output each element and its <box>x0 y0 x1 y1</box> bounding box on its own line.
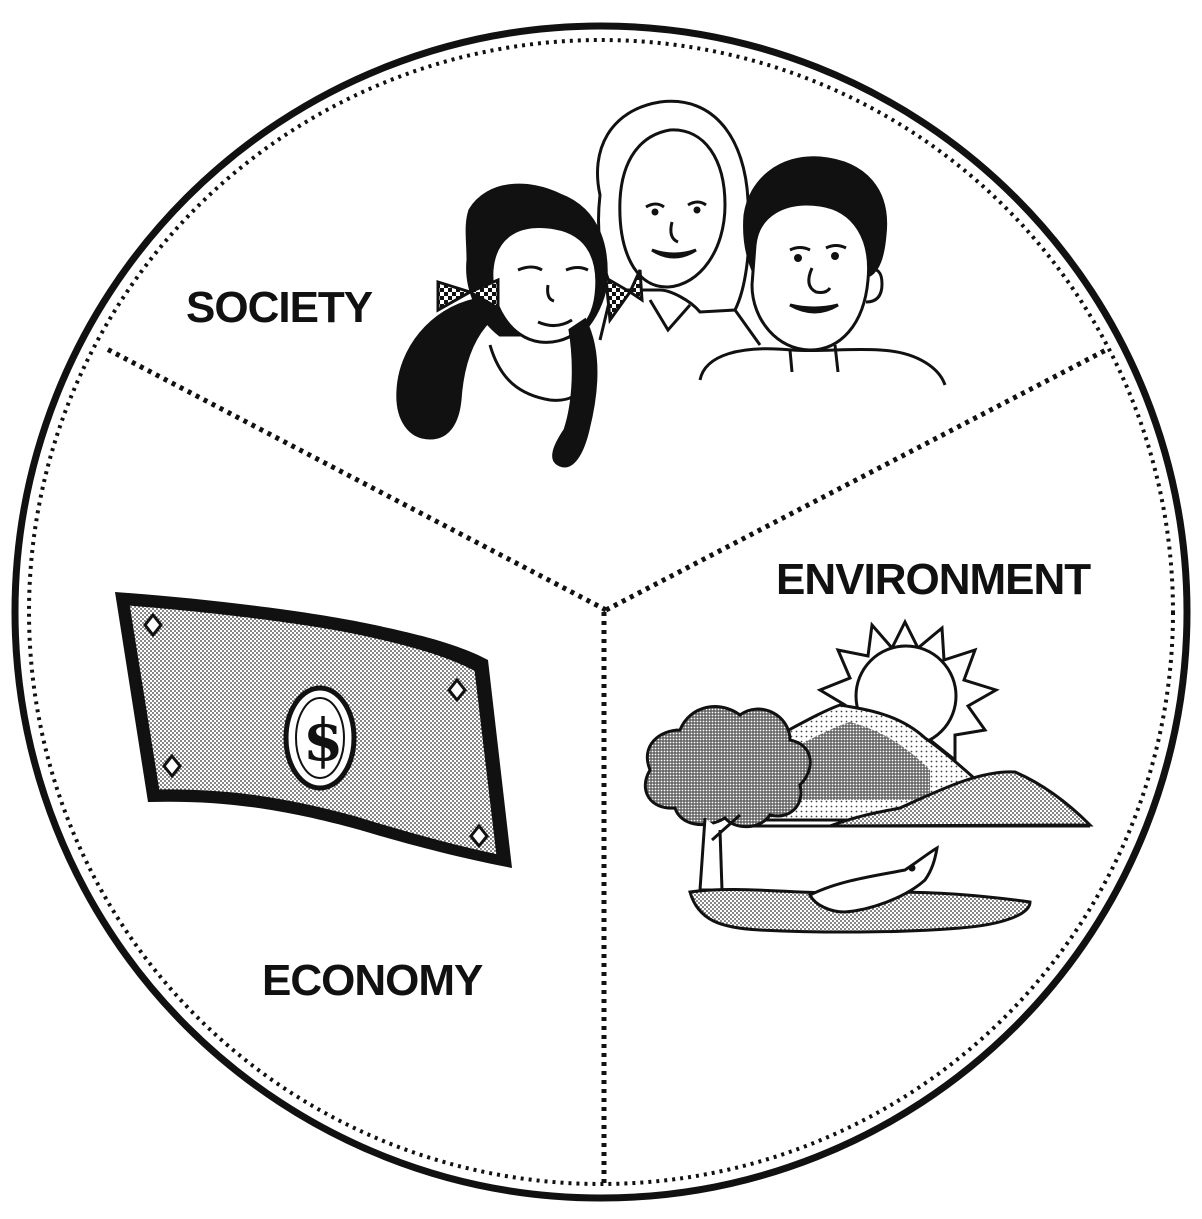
inner-dotted-ring <box>27 38 1175 1186</box>
segment-dividers <box>103 345 1108 1184</box>
landscape-icon <box>643 618 1094 934</box>
society-label: SOCIETY <box>186 283 373 332</box>
dollar-bill-icon: $ <box>115 592 512 868</box>
divider-left <box>103 345 608 613</box>
people-icon <box>396 99 947 468</box>
divider-right <box>604 347 1108 613</box>
dollar-symbol: $ <box>303 706 343 774</box>
economy-label: ECONOMY <box>262 956 483 1005</box>
environment-label: ENVIRONMENT <box>776 555 1091 604</box>
